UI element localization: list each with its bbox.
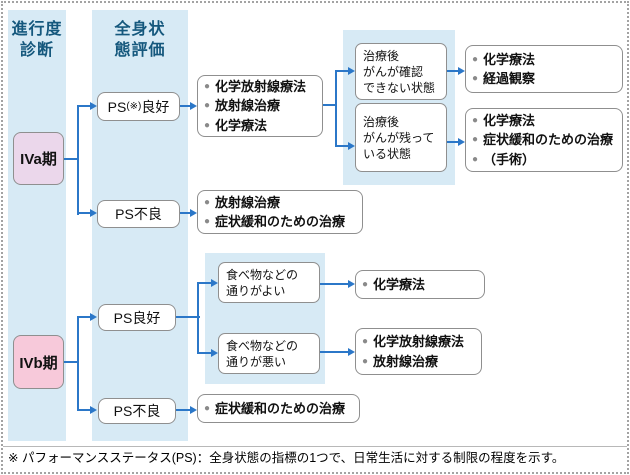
stage-iva-label: IVa期: [20, 151, 57, 168]
ps-good-b-label: PS良好: [113, 309, 161, 326]
arrow-ps-bad-b-to-treatments: [176, 409, 190, 411]
condition-passage-good-node: 食べ物などの 通りがよい: [218, 262, 320, 303]
treatments-passage-good-node: ● 化学療法: [355, 270, 485, 299]
treatment-label: 症状緩和のための治療: [215, 214, 346, 229]
arrow-iva-to-ps-good: [77, 105, 90, 107]
column-progression-header: 進行度 診断: [11, 21, 63, 59]
connector-ps-good-b-stem: [176, 316, 200, 318]
arrow-ivb-to-ps-bad: [77, 409, 90, 411]
stage-ivb-node: IVb期: [13, 335, 64, 389]
arrow-ivb-to-ps-good: [77, 316, 90, 318]
treatments-ps-bad-a-node: ● 放射線治療 ● 症状緩和のための治療: [197, 190, 363, 234]
bullet-icon: ●: [472, 114, 479, 126]
treatment-label: 化学療法: [483, 112, 536, 128]
ps-good-b-node: PS良好: [98, 304, 176, 331]
footnote-separator: [3, 446, 627, 447]
bullet-icon: ●: [204, 119, 211, 131]
arrow-cancer-remains-to-treatments: [447, 141, 458, 143]
arrow-ps-good-a-to-treatments: [180, 105, 190, 107]
arrow-to-passage-bad: [197, 352, 211, 354]
stage-ivb-label: IVb期: [19, 354, 58, 372]
connector-treatments-branch: [335, 70, 337, 147]
ps-good-a-label: PS: [107, 98, 127, 115]
condition-passage-bad-node: 食べ物などの 通りが悪い: [218, 333, 320, 374]
treatments-ps-good-a-node: ● 化学放射線療法 ● 放射線治療 ● 化学療法: [197, 75, 323, 137]
arrow-to-passage-good: [197, 282, 211, 284]
arrow-to-no-cancer-state: [335, 70, 348, 72]
bullet-icon: ●: [472, 134, 479, 146]
treatment-label: 化学放射線療法: [215, 78, 307, 94]
bullet-icon: ●: [362, 278, 369, 290]
connector-treatments-stem: [323, 104, 337, 106]
treatment-label: 症状緩和のための治療: [483, 132, 614, 148]
bullet-icon: ●: [472, 73, 479, 84]
stage-iva-node: IVa期: [13, 132, 64, 185]
treatment-label: 症状緩和のための治療: [215, 400, 346, 416]
connector-iva-stem: [64, 158, 79, 160]
ps-good-a-node: PS(※)良好: [97, 92, 180, 121]
treatment-label: 化学放射線療法: [373, 334, 465, 349]
ps-bad-a-label: PS不良: [115, 206, 162, 222]
bullet-icon: ●: [362, 336, 369, 347]
treatments-cancer-remains-node: ● 化学療法 ● 症状緩和のための治療 ● （手術）: [465, 108, 623, 172]
condition-no-cancer-node: 治療後 がんが確認 できない状態: [355, 43, 447, 100]
treatment-label: 化学療法: [373, 276, 426, 292]
treatment-label: 放射線治療: [215, 98, 281, 114]
bullet-icon: ●: [204, 100, 211, 112]
ps-good-a-suffix: 良好: [141, 98, 170, 115]
bullet-icon: ●: [204, 216, 211, 227]
arrow-passage-good-to-treatments: [320, 283, 348, 285]
arrow-iva-to-ps-bad: [77, 212, 90, 214]
connector-iva-branch: [77, 105, 79, 215]
condition-cancer-remains-node: 治療後 がんが残って いる状態: [355, 103, 447, 172]
footnote-text: ※ パフォーマンスステータス(PS)：全身状態の指標の1つで、日常生活に対する制…: [8, 451, 565, 465]
bullet-icon: ●: [472, 153, 479, 165]
arrow-passage-bad-to-treatments: [320, 351, 348, 353]
connector-ivb-branch: [77, 316, 79, 411]
bullet-icon: ●: [472, 53, 479, 65]
ps-good-a-note: (※): [126, 101, 142, 112]
treatment-label: 放射線治療: [215, 194, 281, 210]
treatment-label: 化学療法: [215, 117, 268, 133]
arrow-ps-bad-a-to-treatments: [180, 212, 190, 214]
arrow-to-cancer-remains-state: [335, 145, 348, 147]
column-general-condition-header: 全身状 態評価: [114, 21, 166, 59]
connector-passage-branch: [197, 282, 199, 354]
treatment-label: 放射線治療: [373, 353, 439, 369]
bullet-icon: ●: [362, 355, 369, 367]
treatment-label: 経過観察: [483, 71, 536, 86]
ps-bad-b-node: PS不良: [98, 398, 176, 424]
treatments-no-cancer-node: ● 化学療法 ● 経過観察: [465, 45, 623, 93]
treatment-label: 化学療法: [483, 51, 536, 67]
ps-bad-a-node: PS不良: [97, 200, 180, 228]
connector-ivb-stem: [64, 361, 79, 363]
treatments-passage-bad-node: ● 化学放射線療法 ● 放射線治療: [355, 328, 482, 375]
bullet-icon: ●: [204, 80, 211, 92]
treatments-ps-bad-b-node: ● 症状緩和のための治療: [197, 394, 360, 423]
arrow-no-cancer-to-treatments: [447, 70, 458, 72]
bullet-icon: ●: [204, 196, 211, 208]
ps-bad-b-label: PS不良: [113, 403, 161, 419]
bullet-icon: ●: [204, 402, 211, 414]
treatment-label: （手術）: [483, 151, 536, 167]
